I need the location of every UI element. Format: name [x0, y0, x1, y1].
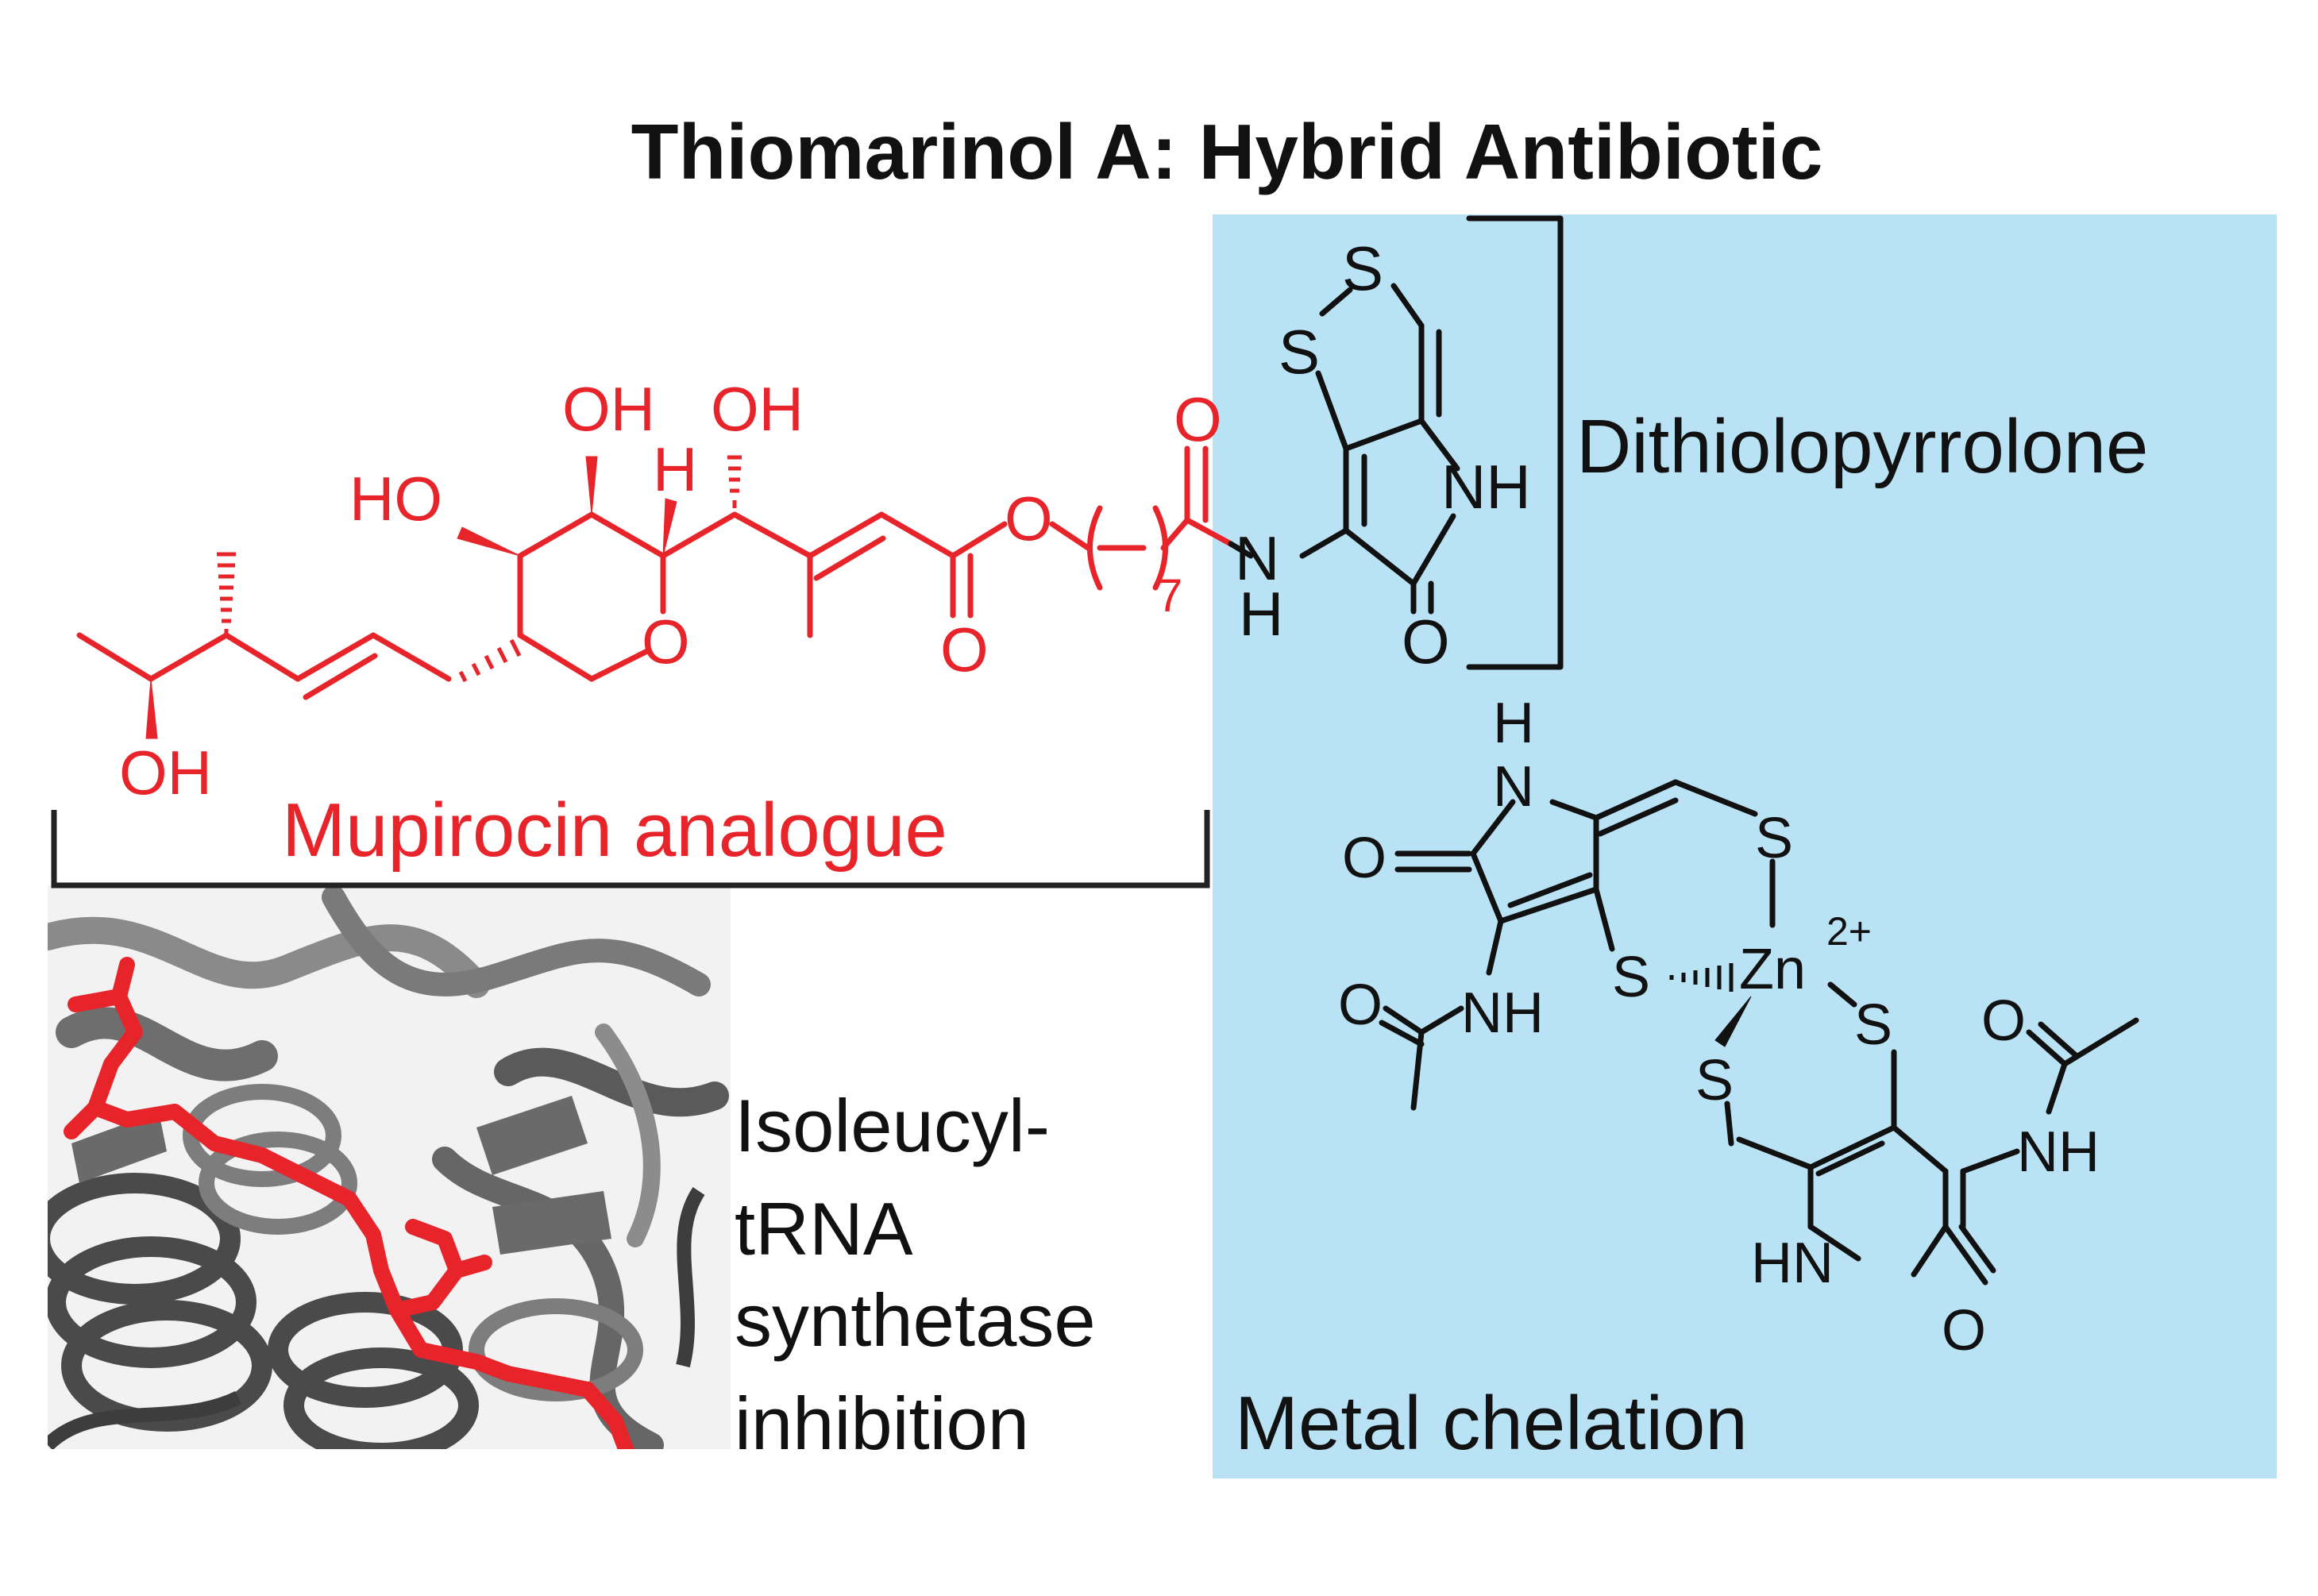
mupirocin-label: Mupirocin analogue	[282, 788, 947, 873]
atom-o-lactam: O	[1402, 607, 1450, 677]
atom-oh-top1: OH	[562, 374, 655, 444]
atom-o-acetyl-left: O	[1338, 973, 1383, 1037]
atom-o-bottom: O	[1942, 1299, 1986, 1363]
zinc-coordination-bonds	[1669, 963, 1752, 1047]
atom-nh-left: NH	[1461, 981, 1544, 1045]
atom-s-top: S	[1755, 807, 1793, 870]
atom-o-ester-carbonyl: O	[940, 615, 989, 684]
inhibition-line-2: tRNA	[735, 1187, 913, 1270]
atom-o-ring: O	[642, 607, 690, 677]
metal-chelation-panel	[1213, 214, 2277, 1478]
figure-title: Thiomarinol A: Hybrid Antibiotic	[631, 108, 1823, 195]
inhibition-line-1: Isoleucyl-	[735, 1084, 1050, 1167]
mupirocin-bracket	[51, 810, 1210, 889]
atom-nh-ring: NH	[1441, 452, 1531, 522]
atom-zn: Zn	[1739, 938, 1806, 1001]
metal-chelation-label: Metal chelation	[1235, 1381, 1748, 1466]
atom-hn-bottom: HN	[1751, 1232, 1834, 1295]
zinc-complex-atom-labels: H N O S S Zn 2+ S S O NH O NH HN O	[1338, 692, 2100, 1363]
zinc-complex-structure	[1379, 779, 2139, 1286]
atom-o-amide: O	[1174, 384, 1222, 454]
mupirocin-atom-labels: OH HO OH H OH O O O 7 O	[119, 374, 1222, 808]
atom-oh-bottom: OH	[119, 738, 212, 808]
mupirocin-stereo-bonds	[145, 455, 742, 739]
atom-s-bottom: S	[1695, 1049, 1734, 1112]
atom-ho-left: HO	[349, 464, 442, 534]
atom-zn-charge: 2+	[1826, 909, 1872, 954]
atom-o-acetyl-right: O	[1981, 989, 2026, 1053]
atom-o-left: O	[1342, 827, 1387, 890]
inhibition-label: Isoleucyl- tRNA synthetase inhibition	[735, 1084, 1096, 1465]
protein-structure-image	[48, 885, 731, 1449]
inhibition-line-4: inhibition	[735, 1382, 1029, 1465]
dithiolopyrrolone-atom-labels: S S NH N H O	[1235, 233, 1531, 677]
atom-oh-top2: OH	[711, 374, 804, 444]
mupirocin-structure	[76, 445, 1234, 700]
inhibition-line-3: synthetase	[735, 1278, 1096, 1362]
atom-chain-subscript: 7	[1157, 570, 1182, 622]
atom-s1: S	[1342, 233, 1383, 303]
atom-s-left: S	[1612, 946, 1650, 1009]
atom-n-top: N	[1493, 755, 1534, 819]
atom-o-ester: O	[1005, 484, 1053, 553]
atom-h-amide: H	[1239, 579, 1283, 649]
atom-n-amide: N	[1235, 523, 1279, 593]
atom-h-top: H	[1493, 692, 1534, 755]
atom-nh-right: NH	[2017, 1120, 2100, 1184]
dithiolopyrrolone-label: Dithiolopyrrolone	[1576, 404, 2148, 489]
atom-h-ring: H	[653, 434, 697, 504]
dithiolopyrrolone-structure	[1228, 215, 1564, 670]
atom-s2: S	[1279, 317, 1320, 387]
atom-s-right: S	[1854, 993, 1892, 1057]
